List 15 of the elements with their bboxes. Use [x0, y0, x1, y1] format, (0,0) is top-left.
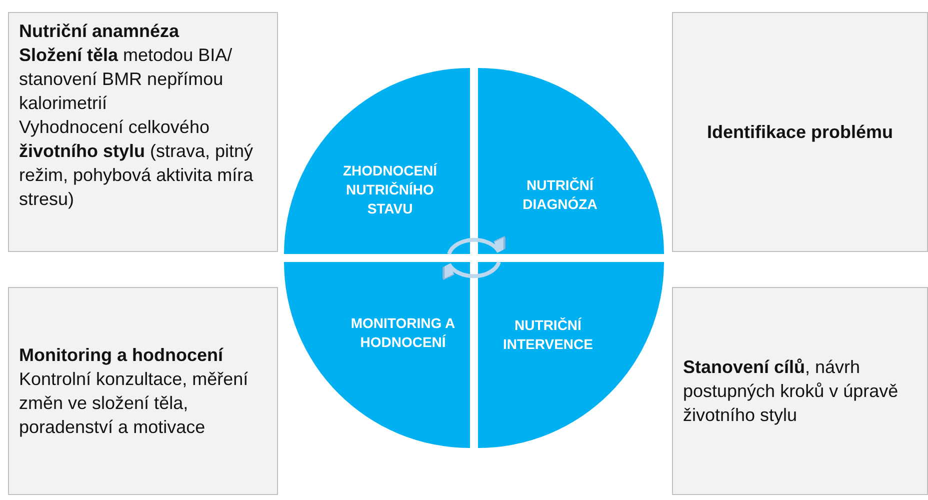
segment-label: NUTRIČNÍ INTERVENCE: [502, 316, 594, 354]
info-card: [8, 12, 278, 252]
segment-label: NUTRIČNÍ DIAGNÓZA: [522, 176, 598, 214]
card-text: Kontrolní konzultace, měření změn ve složení těla, poradenství a motivace: [19, 368, 250, 439]
segment-label: ZHODNOCENÍ NUTRIČNÍHO STAVU: [342, 162, 438, 218]
card-text: Vyhodnocení celkového životního stylu (strava, pitný režim, pohybová aktivita míra stresu): [19, 116, 254, 211]
card-text: Stanovení cílů, návrh postupných kroků v úpravě životního stylu: [683, 356, 900, 427]
card-heading: Monitoring a hodnocení: [19, 344, 224, 367]
segment-label: MONITORING A HODNOCENÍ: [350, 314, 456, 352]
info-card: [672, 12, 928, 252]
info-card: [672, 287, 928, 495]
info-card: [8, 287, 278, 495]
card-text: Identifikace problému: [706, 121, 894, 144]
card-text: Složení těla metodou BIA/ stanovení BMR nepřímou kalorimetrií: [19, 44, 234, 115]
card-heading: Nutriční anamnéza: [19, 20, 180, 43]
